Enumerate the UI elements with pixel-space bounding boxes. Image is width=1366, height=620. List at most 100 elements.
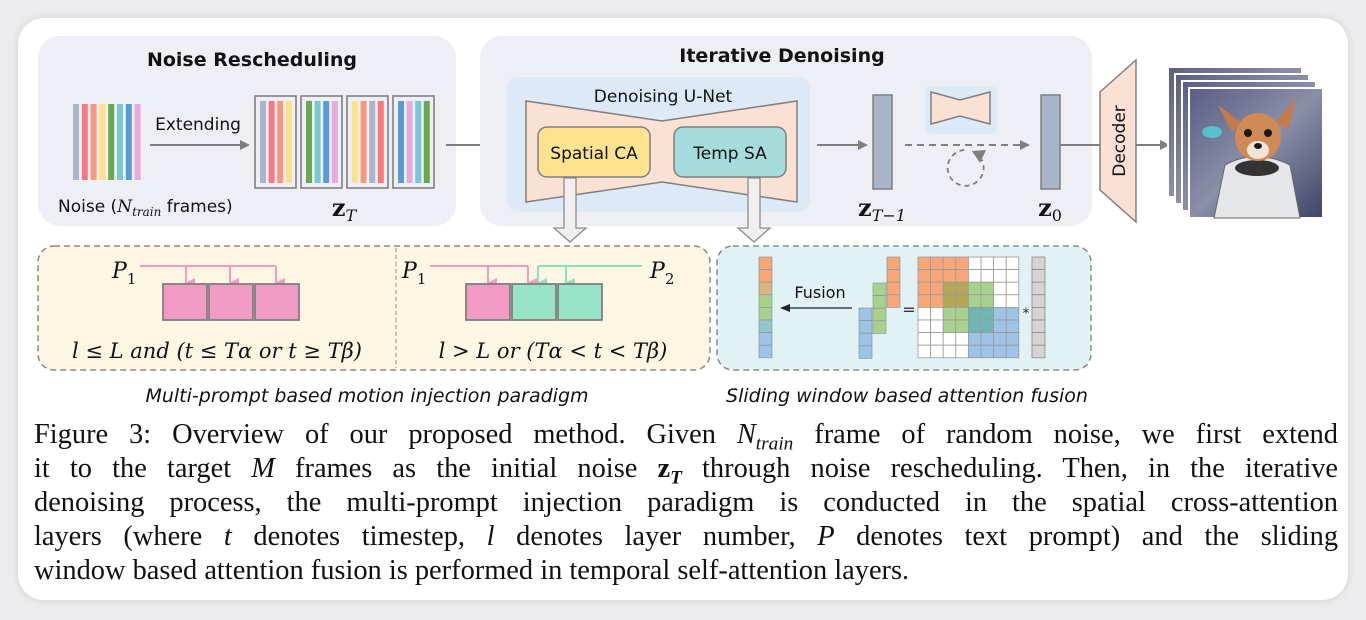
zt-frame-bar — [352, 101, 358, 183]
times-sign: * — [1023, 306, 1030, 322]
attention-cell — [930, 344, 944, 359]
caption-line: denoising process, the multi-prompt inje… — [34, 487, 1338, 518]
zt-frame-bar — [415, 101, 422, 183]
attention-cell — [930, 306, 944, 321]
window-cell — [858, 320, 873, 334]
figure-caption: Figure 3: Overview of our proposed metho… — [34, 418, 1338, 588]
attention-cell — [917, 306, 932, 321]
temp-sa-label: Temp SA — [692, 144, 767, 164]
attention-cell — [955, 332, 969, 346]
attention-cell — [917, 332, 932, 346]
fused-cell — [758, 256, 773, 270]
attention-cell — [930, 332, 944, 346]
attention-cell — [917, 269, 932, 283]
zt-frame-bar — [285, 101, 292, 183]
zt-frame-bar — [260, 101, 266, 183]
noise-frame-bar — [99, 104, 106, 180]
iterative-denoising-panel: Iterative Denoising Denoising U-Net Spat… — [480, 36, 1092, 226]
value-cell — [1031, 281, 1046, 296]
window-cell — [872, 282, 887, 296]
output-image — [1188, 87, 1324, 219]
condition-left: l ≤ L and (t ≤ Tα or t ≥ Tβ) — [72, 339, 362, 363]
fused-cell — [758, 281, 773, 296]
noise-rescheduling-panel: Noise Rescheduling Extending Noise (Ntra… — [38, 36, 456, 226]
attention-cell — [930, 319, 944, 334]
noise-frame-bar — [134, 104, 141, 180]
attention-cell — [942, 332, 957, 346]
attention-cell — [993, 319, 1007, 334]
window-cell — [886, 294, 901, 308]
frame-block-mint — [557, 283, 603, 321]
attention-cell — [1005, 256, 1020, 271]
attention-cell — [955, 281, 969, 296]
window-cell — [872, 320, 887, 334]
caption-line: window based attention fusion is perform… — [34, 555, 910, 586]
zt-frame-bar — [369, 101, 376, 183]
attention-cell — [942, 319, 957, 334]
value-cell — [1031, 294, 1046, 308]
multi-prompt-panel: P1 l ≤ L and (t ≤ Tα or t ≥ Tβ) P1 P2 l … — [37, 245, 711, 371]
zt-frame-group — [300, 95, 343, 189]
attention-cell — [968, 344, 982, 359]
fused-cell — [758, 307, 773, 321]
decoder-block — [1099, 58, 1137, 224]
prompt-p1-left: P1 — [111, 259, 136, 288]
noise-label: Noise (Ntrain frames) — [58, 197, 233, 219]
output-video-frames — [1167, 66, 1324, 219]
fused-cell — [758, 344, 773, 359]
unet-label: Denoising U-Net — [594, 87, 733, 107]
value-column — [1031, 256, 1046, 359]
zt-frame-group — [346, 95, 389, 189]
attention-cell — [942, 294, 957, 308]
condition-right: l > L or (Tα < t < Tβ) — [439, 339, 668, 363]
attention-cell — [993, 306, 1007, 321]
sliding-window-caption: Sliding window based attention fusion — [726, 385, 1088, 407]
window-cell — [872, 295, 887, 309]
attention-cell — [955, 269, 969, 283]
attention-cell — [930, 269, 944, 283]
zt-frame-group — [392, 95, 435, 189]
attention-cell — [917, 281, 932, 296]
zt-frame-bar — [331, 101, 338, 183]
noise-frames — [73, 104, 141, 180]
attention-cell — [930, 256, 944, 271]
attention-cell — [968, 281, 982, 296]
attention-cell — [993, 332, 1007, 346]
fused-attention-column — [758, 256, 773, 359]
zt-frame-bar — [306, 101, 312, 183]
attention-cell — [980, 332, 995, 346]
attention-cell — [993, 256, 1007, 271]
attention-cell — [968, 256, 982, 271]
zt-frame-bar — [398, 101, 404, 183]
zt-frame-bar — [277, 101, 284, 183]
attention-cell — [917, 344, 932, 359]
attention-cell — [1005, 332, 1020, 346]
attention-cell — [917, 256, 932, 271]
window-cell — [858, 332, 873, 347]
frame-block-pink — [465, 283, 511, 321]
attention-cell — [1005, 344, 1020, 359]
zt-frame-groups — [254, 95, 435, 189]
value-cell — [1031, 332, 1046, 346]
attention-cell — [993, 344, 1007, 359]
attention-cell — [955, 319, 969, 334]
zt-frame-group — [254, 95, 297, 189]
attention-cell — [942, 306, 957, 321]
window-cell — [886, 269, 901, 283]
noise-frame-bar — [90, 104, 97, 180]
value-cell — [1031, 306, 1046, 321]
z0-label: z0 — [1038, 193, 1062, 225]
attention-cell — [1005, 269, 1020, 283]
attention-cell — [955, 294, 969, 308]
attention-cell — [942, 344, 957, 359]
attention-cell — [993, 269, 1007, 283]
zt-frame-bar — [377, 101, 384, 183]
attention-cell — [980, 256, 995, 271]
prompt-p1-right: P1 — [401, 259, 426, 288]
prompt-p2: P2 — [649, 259, 674, 288]
fused-cell — [758, 332, 773, 346]
mini-unet-icon — [930, 91, 991, 125]
attention-cell — [1005, 281, 1020, 296]
caption-line: Figure 3: Overview of our proposed metho… — [34, 419, 1338, 455]
frame-block-pink — [162, 283, 208, 321]
